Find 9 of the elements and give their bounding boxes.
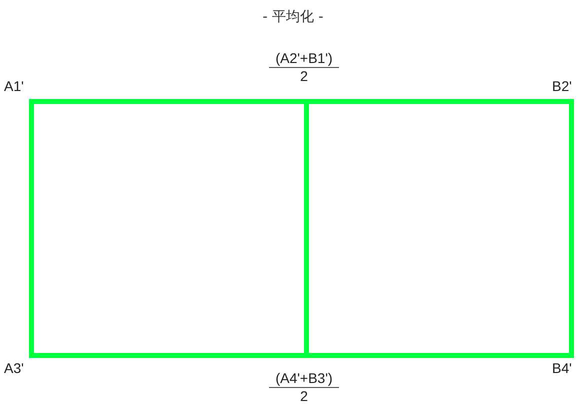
corner-label: A1' (4, 78, 24, 94)
fraction-numerator: (A4'+B3') (269, 370, 339, 388)
corner-label: B2' (552, 78, 572, 94)
title: - 平均化 - (261, 8, 324, 26)
corner-label: A3' (4, 360, 24, 376)
fraction-denominator: 2 (300, 388, 308, 404)
fraction-numerator: (A2'+B1') (269, 50, 339, 68)
fraction-denominator: 2 (300, 68, 308, 84)
corner-label: B4' (552, 360, 572, 376)
